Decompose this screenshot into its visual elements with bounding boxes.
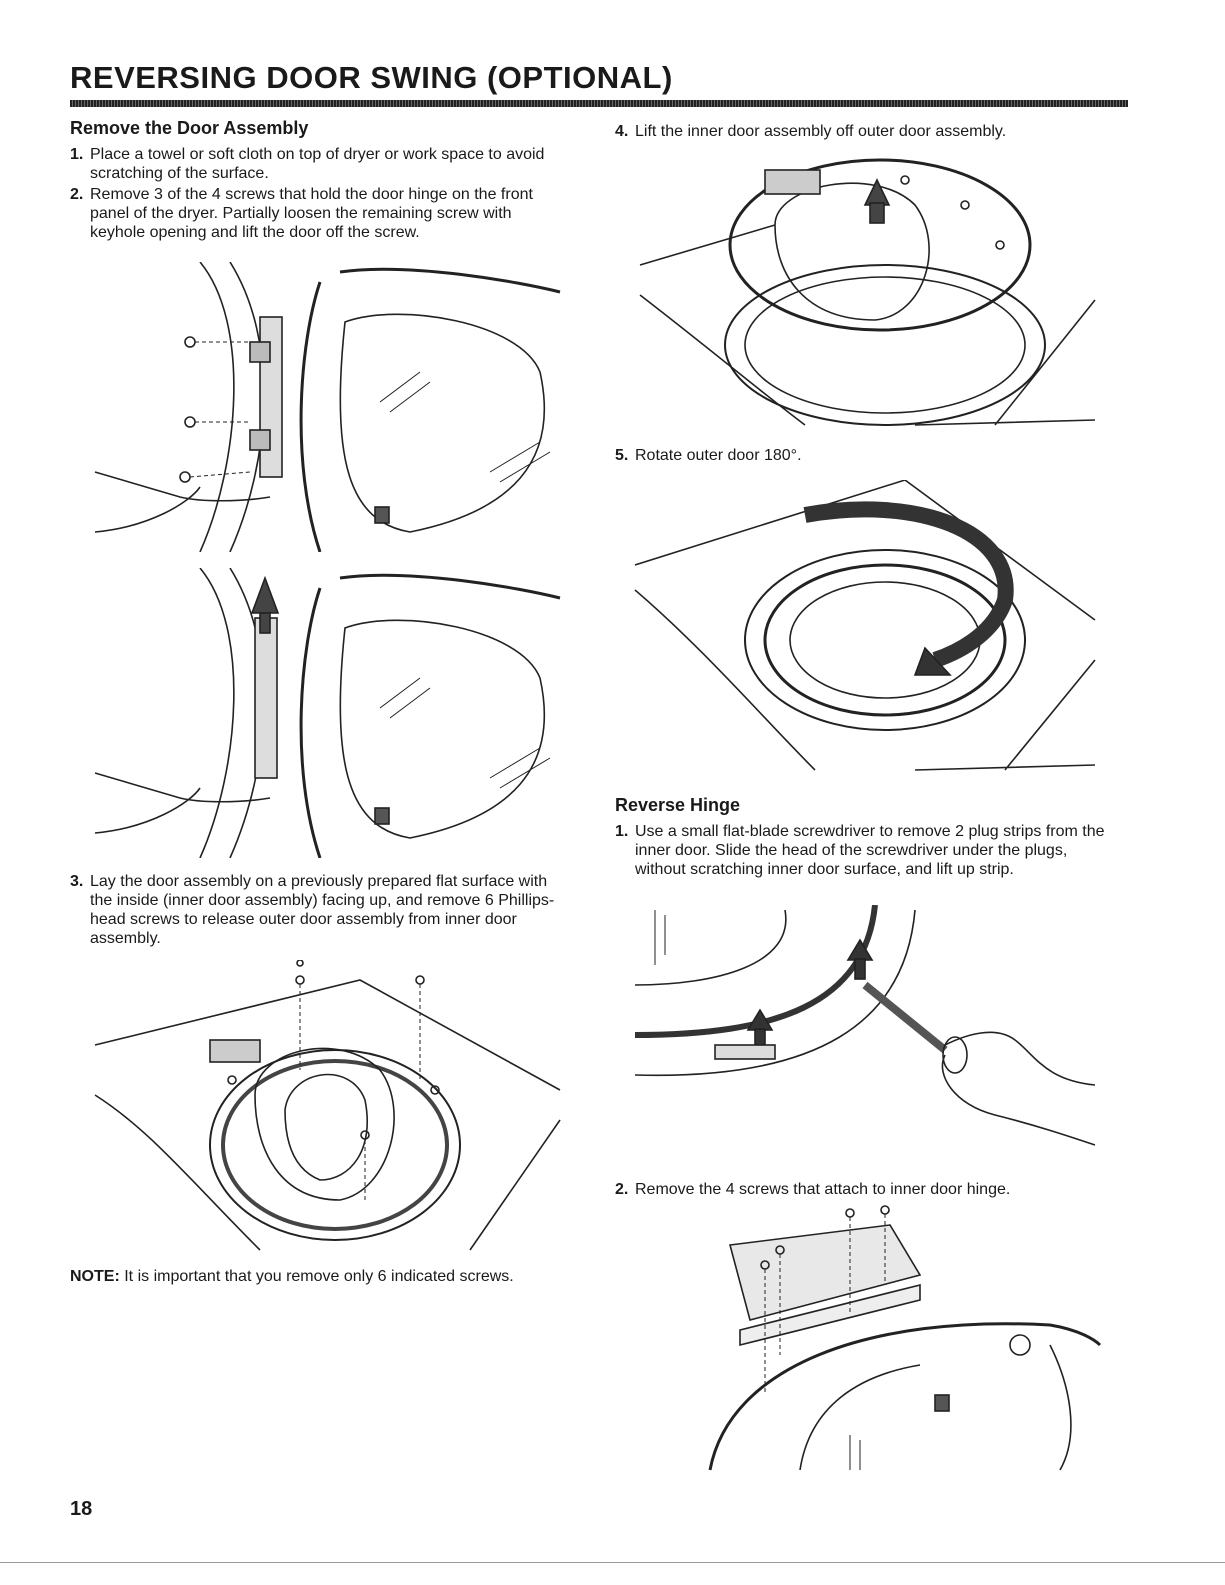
- lift-door-figure: [90, 568, 570, 858]
- note: NOTE: It is important that you remove on…: [70, 1268, 514, 1285]
- step-1: 1.Place a towel or soft cloth on top of …: [70, 146, 545, 182]
- plug-strip-figure: [615, 905, 1105, 1155]
- reverse-hinge-steps-2: 2.Remove the 4 screws that attach to inn…: [615, 1180, 1115, 1199]
- rotate-outer-door-figure: [615, 480, 1105, 780]
- inner-hinge-screws-figure: [690, 1205, 1110, 1475]
- right-column-step5: 5.Rotate outer door 180°.: [615, 446, 1115, 467]
- left-column-step3: 3.Lay the door assembly on a previously …: [70, 872, 570, 950]
- step-4: 4.Lift the inner door assembly off outer…: [615, 123, 1007, 140]
- step-2: 2.Remove 3 of the 4 screws that hold the…: [70, 186, 533, 241]
- remove-door-steps-cont: 3.Lay the door assembly on a previously …: [70, 872, 570, 948]
- remove-door-steps: 1.Place a towel or soft cloth on top of …: [70, 145, 570, 242]
- remove-door-steps-right-2: 5.Rotate outer door 180°.: [615, 446, 1115, 465]
- reverse-hinge-steps: 1.Use a small flat-blade screwdriver to …: [615, 822, 1115, 879]
- step-3: 3.Lay the door assembly on a previously …: [70, 873, 555, 947]
- right-column-step4: 4.Lift the inner door assembly off outer…: [615, 122, 1115, 143]
- remove-door-heading: Remove the Door Assembly: [70, 118, 309, 138]
- page-number: 18: [70, 1498, 93, 1520]
- left-column-intro: Remove the Door Assembly 1.Place a towel…: [70, 118, 570, 244]
- reverse-hinge-heading: Reverse Hinge: [615, 795, 741, 815]
- hinge-step-2: 2.Remove the 4 screws that attach to inn…: [615, 1181, 1011, 1198]
- step-5: 5.Rotate outer door 180°.: [615, 447, 802, 464]
- bottom-rule: [0, 1562, 1225, 1563]
- title-rule: [70, 100, 1128, 107]
- right-column-reverse-hinge: Reverse Hinge 1.Use a small flat-blade s…: [615, 795, 1115, 881]
- hinge-step-1: 1.Use a small flat-blade screwdriver to …: [615, 823, 1105, 878]
- lift-inner-door-figure: [615, 145, 1105, 430]
- door-assembly-screws-figure: [90, 960, 570, 1255]
- page-title: REVERSING DOOR SWING (OPTIONAL): [70, 60, 673, 95]
- hinge-screws-figure: [90, 262, 570, 552]
- remove-door-steps-right: 4.Lift the inner door assembly off outer…: [615, 122, 1115, 141]
- right-column-hinge-step2: 2.Remove the 4 screws that attach to inn…: [615, 1180, 1115, 1201]
